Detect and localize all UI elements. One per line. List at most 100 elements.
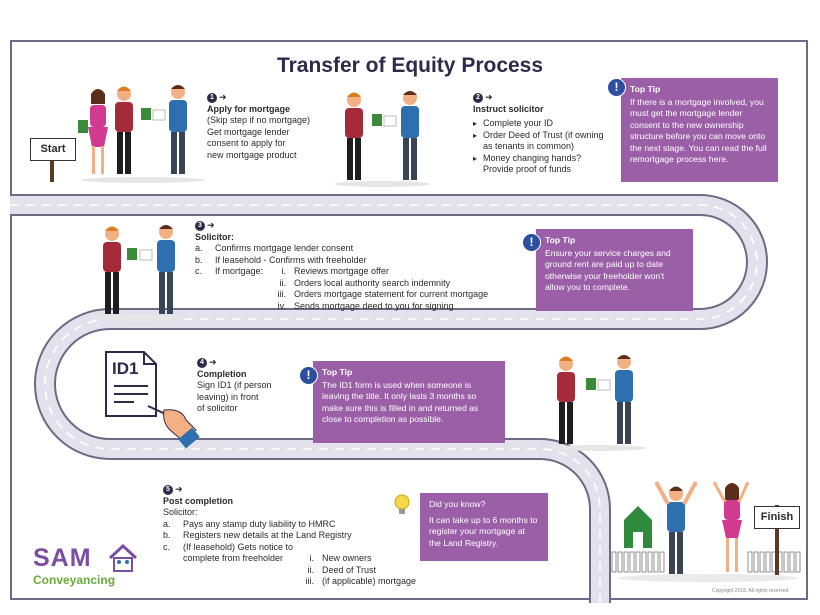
step4-line: of solicitor <box>197 403 238 414</box>
step5-number-row: 5➜ <box>163 484 433 496</box>
step2-bullet: Money changing hands? Provide proof of f… <box>473 153 613 176</box>
step3-sub-item: iii. Orders mortgage statement for curren… <box>195 289 525 301</box>
arrow-right-icon: ➜ <box>207 220 215 230</box>
step5-item-c-cont: complete from freeholder i. New owners <box>163 553 433 565</box>
item-text: Registers new details at the Land Regist… <box>183 530 352 541</box>
sub-item-label: iii. <box>277 289 287 300</box>
step3-number-row: 3➜ <box>195 220 525 232</box>
sub-item-text: Sends mortgage deed to you for signing <box>294 300 454 311</box>
finish-sign-post <box>775 505 779 575</box>
top-tip-card-1: Top Tip If there is a mortgage involved,… <box>621 78 778 182</box>
lightbulb-icon <box>394 494 410 514</box>
step5-item-a: a. Pays any stamp duty liability to HMRC <box>163 519 433 531</box>
item-text: If leasehold - Confirms with freeholder <box>215 254 367 265</box>
step4-line: Sign ID1 (if person <box>197 380 272 391</box>
step5-text: 5➜ Post completion Solicitor: a. Pays any… <box>163 484 433 588</box>
sub-item-label: iv. <box>277 300 286 311</box>
item-label: b. <box>195 254 203 265</box>
step1-line: Get mortgage lender <box>207 126 290 137</box>
finish-scene-illustration <box>611 481 801 582</box>
step1-line: (Skip step if no mortgage) <box>207 115 311 126</box>
page-title: Transfer of Equity Process <box>276 54 544 77</box>
people-illustration-step1 <box>78 85 205 183</box>
tip4-body: It can take up to 6 months to register y… <box>429 514 538 548</box>
step5-heading: Post completion <box>163 495 234 506</box>
company-logo-text: SAM <box>33 544 92 572</box>
step2-text: 2➜ Instruct solicitor Complete your ID O… <box>473 92 613 176</box>
finish-sign: Finish <box>754 506 800 529</box>
step3-item-c: c. If mortgage: i. Reviews mortgage offer <box>195 266 525 278</box>
people-illustration-step4 <box>550 355 646 451</box>
did-you-know-card: Did you know? It can take up to 6 months… <box>420 493 548 561</box>
item-label: a. <box>195 243 203 254</box>
sub-item-text: Orders mortgage statement for current mo… <box>294 289 489 300</box>
tip3-heading: Top Tip <box>322 367 353 377</box>
step3-sub-item: iv. Sends mortgage deed to you for signin… <box>195 301 525 313</box>
item-label: c. <box>163 541 171 552</box>
company-logo-subtitle: Conveyancing <box>33 573 116 587</box>
step4-line: leaving) in front <box>197 391 259 402</box>
sub-item-label: i. <box>309 553 315 564</box>
item-label: b. <box>163 530 171 541</box>
people-illustration-step2 <box>334 91 430 187</box>
people-illustration-step3 <box>92 225 188 321</box>
id1-label: ID1 <box>112 359 139 378</box>
step3-text: 3➜ Solicitor: a. Confirms mortgage lender… <box>195 220 525 312</box>
step3-item-a: a. Confirms mortgage lender consent <box>195 243 525 255</box>
step3-number-badge: 3 <box>195 220 205 231</box>
item-label: a. <box>163 518 171 529</box>
sub-item-text: New owners <box>322 553 372 564</box>
item-text: Confirms mortgage lender consent <box>215 243 354 254</box>
copyright-text: Copyright 2018. All rights reserved <box>712 588 789 594</box>
exclamation-icon: ! <box>522 233 541 252</box>
sub-item-label: i. <box>281 266 287 277</box>
item-text: Pays any stamp duty liability to HMRC <box>183 518 336 529</box>
step4-text: 4➜ Completion Sign ID1 (if person leavin… <box>197 357 297 415</box>
step1-number-row: 1➜ <box>207 92 337 104</box>
arrow-right-icon: ➜ <box>175 484 183 494</box>
house-family-logo-icon <box>108 544 138 572</box>
arrow-right-icon: ➜ <box>485 92 493 102</box>
step2-bullet: Order Deed of Trust (if owning as tenant… <box>473 130 613 153</box>
arrow-right-icon: ➜ <box>219 92 227 102</box>
tip2-heading: Top Tip <box>545 235 576 245</box>
item-text: complete from freeholder <box>183 553 284 564</box>
step5-item-c: c.(If leasehold) Gets notice to <box>163 542 433 554</box>
tip1-heading: Top Tip <box>630 84 661 94</box>
step5-sub-item: ii.Deed of Trust <box>163 565 433 577</box>
sub-item-text: Deed of Trust <box>322 564 377 575</box>
tip2-body: Ensure your service charges and ground r… <box>545 247 671 293</box>
sub-item-text: Reviews mortgage offer <box>294 266 389 277</box>
step1-heading: Apply for mortgage <box>207 103 291 114</box>
step2-heading: Instruct solicitor <box>473 103 544 114</box>
sub-item-label: ii. <box>279 277 287 288</box>
step3-heading: Solicitor: <box>195 231 235 242</box>
step1-line: consent to apply for <box>207 138 286 149</box>
step3-item-b: b. If leasehold - Confirms with freeholde… <box>195 255 525 267</box>
sub-item-text: Orders local authority search indemnity <box>294 277 451 288</box>
step5-subheading: Solicitor: <box>163 507 198 518</box>
step5-item-b: b. Registers new details at the Land Regi… <box>163 530 433 542</box>
step1-line: new mortgage product <box>207 149 297 160</box>
item-text: If mortgage: <box>215 266 264 277</box>
step3-sub-item: ii. Orders local authority search indemni… <box>195 278 525 290</box>
tip1-body: If there is a mortgage involved, you mus… <box>630 96 767 165</box>
step4-heading: Completion <box>197 368 247 379</box>
step4-number-row: 4➜ <box>197 357 297 369</box>
top-tip-card-3: Top Tip The ID1 form is used when someon… <box>313 361 505 443</box>
step2-number-badge: 2 <box>473 92 483 103</box>
item-label: c. <box>195 266 203 277</box>
sub-item-text: (if applicable) mortgage <box>322 576 417 587</box>
start-sign: Start <box>30 138 76 161</box>
step5-sub-item: iii. (if applicable) mortgage <box>163 576 433 588</box>
id1-document-icon <box>105 351 200 449</box>
sub-item-label: iii. <box>305 576 315 587</box>
step1-text: 1➜ Apply for mortgage (Skip step if no m… <box>207 92 337 161</box>
step2-bullet: Complete your ID <box>473 118 613 130</box>
step5-number-badge: 5 <box>163 484 173 495</box>
exclamation-icon: ! <box>299 366 318 385</box>
step1-number-badge: 1 <box>207 92 217 103</box>
step2-bullet-list: Complete your ID Order Deed of Trust (if… <box>473 118 613 176</box>
top-tip-card-2: Top Tip Ensure your service charges and … <box>536 229 693 311</box>
tip4-heading: Did you know? <box>429 499 486 509</box>
